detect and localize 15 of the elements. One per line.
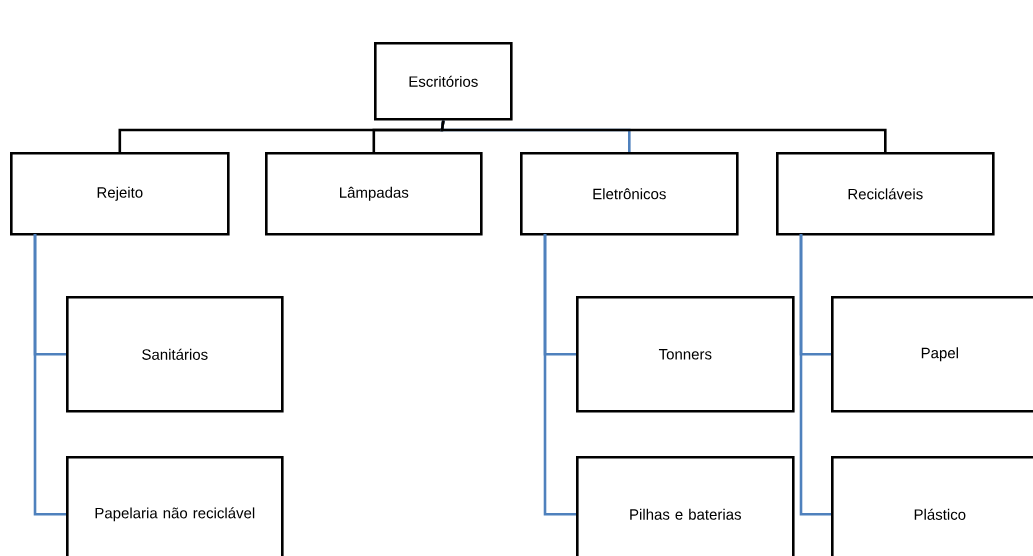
- category-box: Papel: [831, 296, 1033, 413]
- category-box: Papelaria não reciclável: [66, 456, 284, 556]
- category-box: Recicláveis: [776, 152, 995, 236]
- connector-line: [799, 234, 831, 516]
- category-box: Rejeito: [10, 152, 230, 236]
- category-box: Sanitários: [66, 296, 284, 413]
- category-box: Lâmpadas: [265, 152, 483, 236]
- connector-line: [440, 120, 887, 152]
- category-box: Eletrônicos: [520, 152, 739, 236]
- category-box: Plástico: [831, 456, 1033, 556]
- connector-line: [543, 234, 576, 516]
- category-box: Pilhas e baterias: [576, 456, 795, 556]
- category-box: Escritórios: [374, 42, 513, 121]
- category-box: Tonners: [576, 296, 795, 413]
- connector-line: [33, 234, 66, 516]
